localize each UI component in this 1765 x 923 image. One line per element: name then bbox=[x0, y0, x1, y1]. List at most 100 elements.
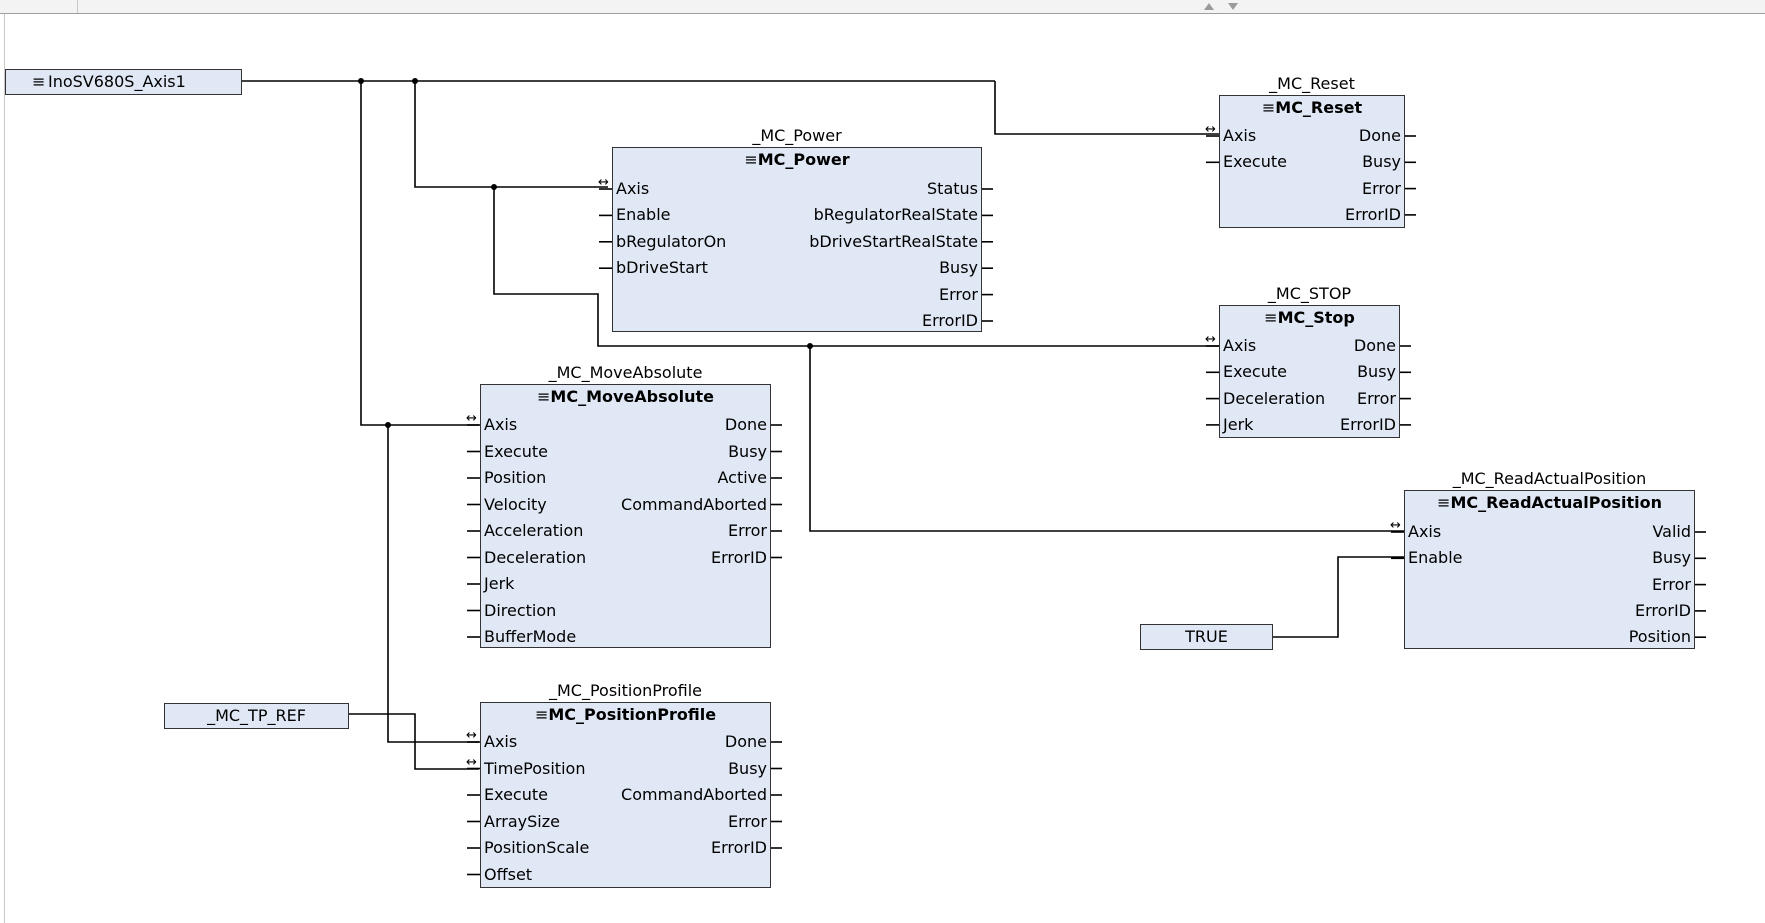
bidirectional-arrow-icon: ↔ bbox=[466, 754, 477, 770]
junction-dot bbox=[412, 78, 418, 84]
input-pin-deceleration[interactable]: Deceleration bbox=[1223, 388, 1326, 408]
menu-icon: ≡ bbox=[1264, 308, 1278, 327]
input-pin-jerk[interactable]: Jerk bbox=[484, 574, 515, 593]
input-pin-deceleration[interactable]: Deceleration bbox=[484, 547, 587, 567]
pin-stubs bbox=[467, 135, 1706, 876]
output-pin-valid[interactable]: Valid bbox=[1652, 522, 1691, 541]
output-pin-done[interactable]: Done bbox=[724, 732, 767, 751]
output-pin-done[interactable]: Done bbox=[1358, 126, 1401, 145]
output-pin-errorid[interactable]: ErrorID bbox=[1344, 204, 1401, 224]
junction-dot bbox=[385, 422, 391, 428]
wire-to-power-axis bbox=[414, 81, 608, 188]
input-pin-execute[interactable]: Execute bbox=[484, 785, 548, 804]
menu-icon: ≡ bbox=[534, 705, 549, 724]
bidirectional-arrow-icon: ↔ bbox=[1390, 518, 1401, 533]
input-pin-axis[interactable]: Axis bbox=[484, 415, 518, 434]
output-pin-errorid[interactable]: ErrorID bbox=[1634, 600, 1691, 620]
true-constant-value: TRUE bbox=[1185, 627, 1228, 646]
input-pin-velocity[interactable]: Velocity bbox=[484, 494, 547, 514]
block-type-label: MC_MoveAbsolute bbox=[550, 387, 714, 406]
input-pin-acceleration[interactable]: Acceleration bbox=[484, 521, 584, 540]
output-pin-errorid[interactable]: ErrorID bbox=[710, 838, 767, 857]
output-pin-bdrivestartrealstate[interactable]: bDriveStartRealState bbox=[809, 231, 978, 251]
block-type-label: MC_Power bbox=[757, 150, 850, 169]
output-pin-done[interactable]: Done bbox=[1353, 336, 1396, 355]
splitter-down-arrow-icon[interactable] bbox=[1228, 3, 1238, 10]
junction-dot bbox=[807, 343, 813, 349]
editor-top-bar bbox=[0, 0, 1765, 14]
output-pin-errorid[interactable]: ErrorID bbox=[1339, 414, 1396, 434]
menu-icon: ≡ bbox=[537, 387, 551, 406]
menu-icon: ≡ bbox=[744, 150, 758, 169]
axis-variable-name: InoSV680S_Axis1 bbox=[48, 72, 186, 91]
block-instance-name: _MC_Power bbox=[752, 126, 842, 145]
output-pin-busy[interactable]: Busy bbox=[1652, 548, 1691, 568]
input-pin-execute[interactable]: Execute bbox=[1223, 362, 1287, 382]
left-power-rail bbox=[4, 14, 5, 923]
splitter-up-arrow-icon[interactable] bbox=[1204, 3, 1214, 10]
input-pin-bdrivestart[interactable]: bDriveStart bbox=[616, 258, 708, 278]
input-pin-bregulatoron[interactable]: bRegulatorOn bbox=[616, 231, 727, 251]
output-pin-done[interactable]: Done bbox=[724, 415, 767, 434]
input-pin-enable[interactable]: Enable bbox=[616, 205, 671, 225]
input-pin-axis[interactable]: Axis bbox=[484, 732, 518, 751]
input-pin-enable[interactable]: Enable bbox=[1408, 548, 1463, 568]
axis-variable-box[interactable]: ≡ InoSV680S_Axis1 bbox=[5, 69, 242, 95]
input-pin-axis[interactable]: Axis bbox=[616, 179, 650, 198]
output-pin-errorid[interactable]: ErrorID bbox=[710, 547, 767, 567]
output-pin-status[interactable]: Status bbox=[927, 179, 978, 198]
output-pin-bregulatorrealstate[interactable]: bRegulatorRealState bbox=[813, 205, 978, 225]
wire-to-read-axis bbox=[809, 346, 1404, 532]
output-pin-commandaborted[interactable]: CommandAborted bbox=[621, 785, 767, 804]
input-pin-execute[interactable]: Execute bbox=[484, 441, 548, 461]
wire-true-to-enable bbox=[1273, 556, 1404, 638]
output-pin-busy[interactable]: Busy bbox=[1357, 362, 1396, 382]
output-pin-error[interactable]: Error bbox=[728, 521, 767, 540]
top-bar-divider bbox=[77, 0, 78, 13]
input-pin-timeposition[interactable]: TimePosition bbox=[484, 758, 586, 778]
input-pin-execute[interactable]: Execute bbox=[1223, 152, 1287, 172]
output-pin-error[interactable]: Error bbox=[1652, 574, 1691, 594]
output-pin-position[interactable]: Position bbox=[1628, 627, 1691, 647]
bidirectional-arrow-icon: ↔ bbox=[466, 728, 477, 743]
input-pin-position[interactable]: Position bbox=[484, 468, 547, 487]
output-pin-active[interactable]: Active bbox=[717, 468, 768, 487]
output-pin-busy[interactable]: Busy bbox=[1362, 152, 1401, 172]
bidirectional-arrow-icon: ↔ bbox=[1205, 332, 1216, 347]
input-pin-arraysize[interactable]: ArraySize bbox=[484, 811, 560, 831]
input-pin-offset[interactable]: Offset bbox=[484, 864, 533, 884]
input-pin-jerk[interactable]: Jerk bbox=[1223, 414, 1254, 434]
tp-ref-variable-box[interactable]: _MC_TP_REF bbox=[164, 703, 349, 729]
output-pin-error[interactable]: Error bbox=[939, 284, 978, 304]
block-instance-name: _MC_STOP bbox=[1267, 284, 1352, 303]
output-pin-commandaborted[interactable]: CommandAborted bbox=[621, 494, 767, 514]
output-pin-busy[interactable]: Busy bbox=[728, 441, 767, 461]
true-constant-box[interactable]: TRUE bbox=[1140, 624, 1273, 650]
output-pin-error[interactable]: Error bbox=[1357, 388, 1396, 408]
input-pin-positionscale[interactable]: PositionScale bbox=[484, 838, 590, 857]
input-pin-direction[interactable]: Direction bbox=[484, 600, 557, 620]
block-instance-name: _MC_PositionProfile bbox=[548, 681, 703, 700]
block-instance-name: _MC_Reset bbox=[1269, 74, 1355, 93]
junction-dot bbox=[358, 78, 364, 84]
bidirectional-arrow-icon: ↔ bbox=[466, 411, 477, 426]
output-pin-busy[interactable]: Busy bbox=[728, 758, 767, 778]
block-type-title: ≡MC_Stop bbox=[1220, 307, 1399, 329]
output-pin-busy[interactable]: Busy bbox=[939, 258, 978, 278]
output-pin-errorid[interactable]: ErrorID bbox=[921, 311, 978, 330]
input-pin-buffermode[interactable]: BufferMode bbox=[484, 627, 577, 646]
input-pin-axis[interactable]: Axis bbox=[1223, 126, 1257, 145]
block-type-label: MC_Reset bbox=[1275, 98, 1363, 117]
block-type-label: MC_ReadActualPosition bbox=[1450, 493, 1662, 512]
input-pin-axis[interactable]: Axis bbox=[1408, 522, 1442, 541]
input-pin-axis[interactable]: Axis bbox=[1223, 336, 1257, 355]
output-pin-error[interactable]: Error bbox=[728, 811, 767, 831]
menu-icon: ≡ bbox=[1261, 98, 1276, 117]
output-pin-error[interactable]: Error bbox=[1362, 178, 1401, 198]
